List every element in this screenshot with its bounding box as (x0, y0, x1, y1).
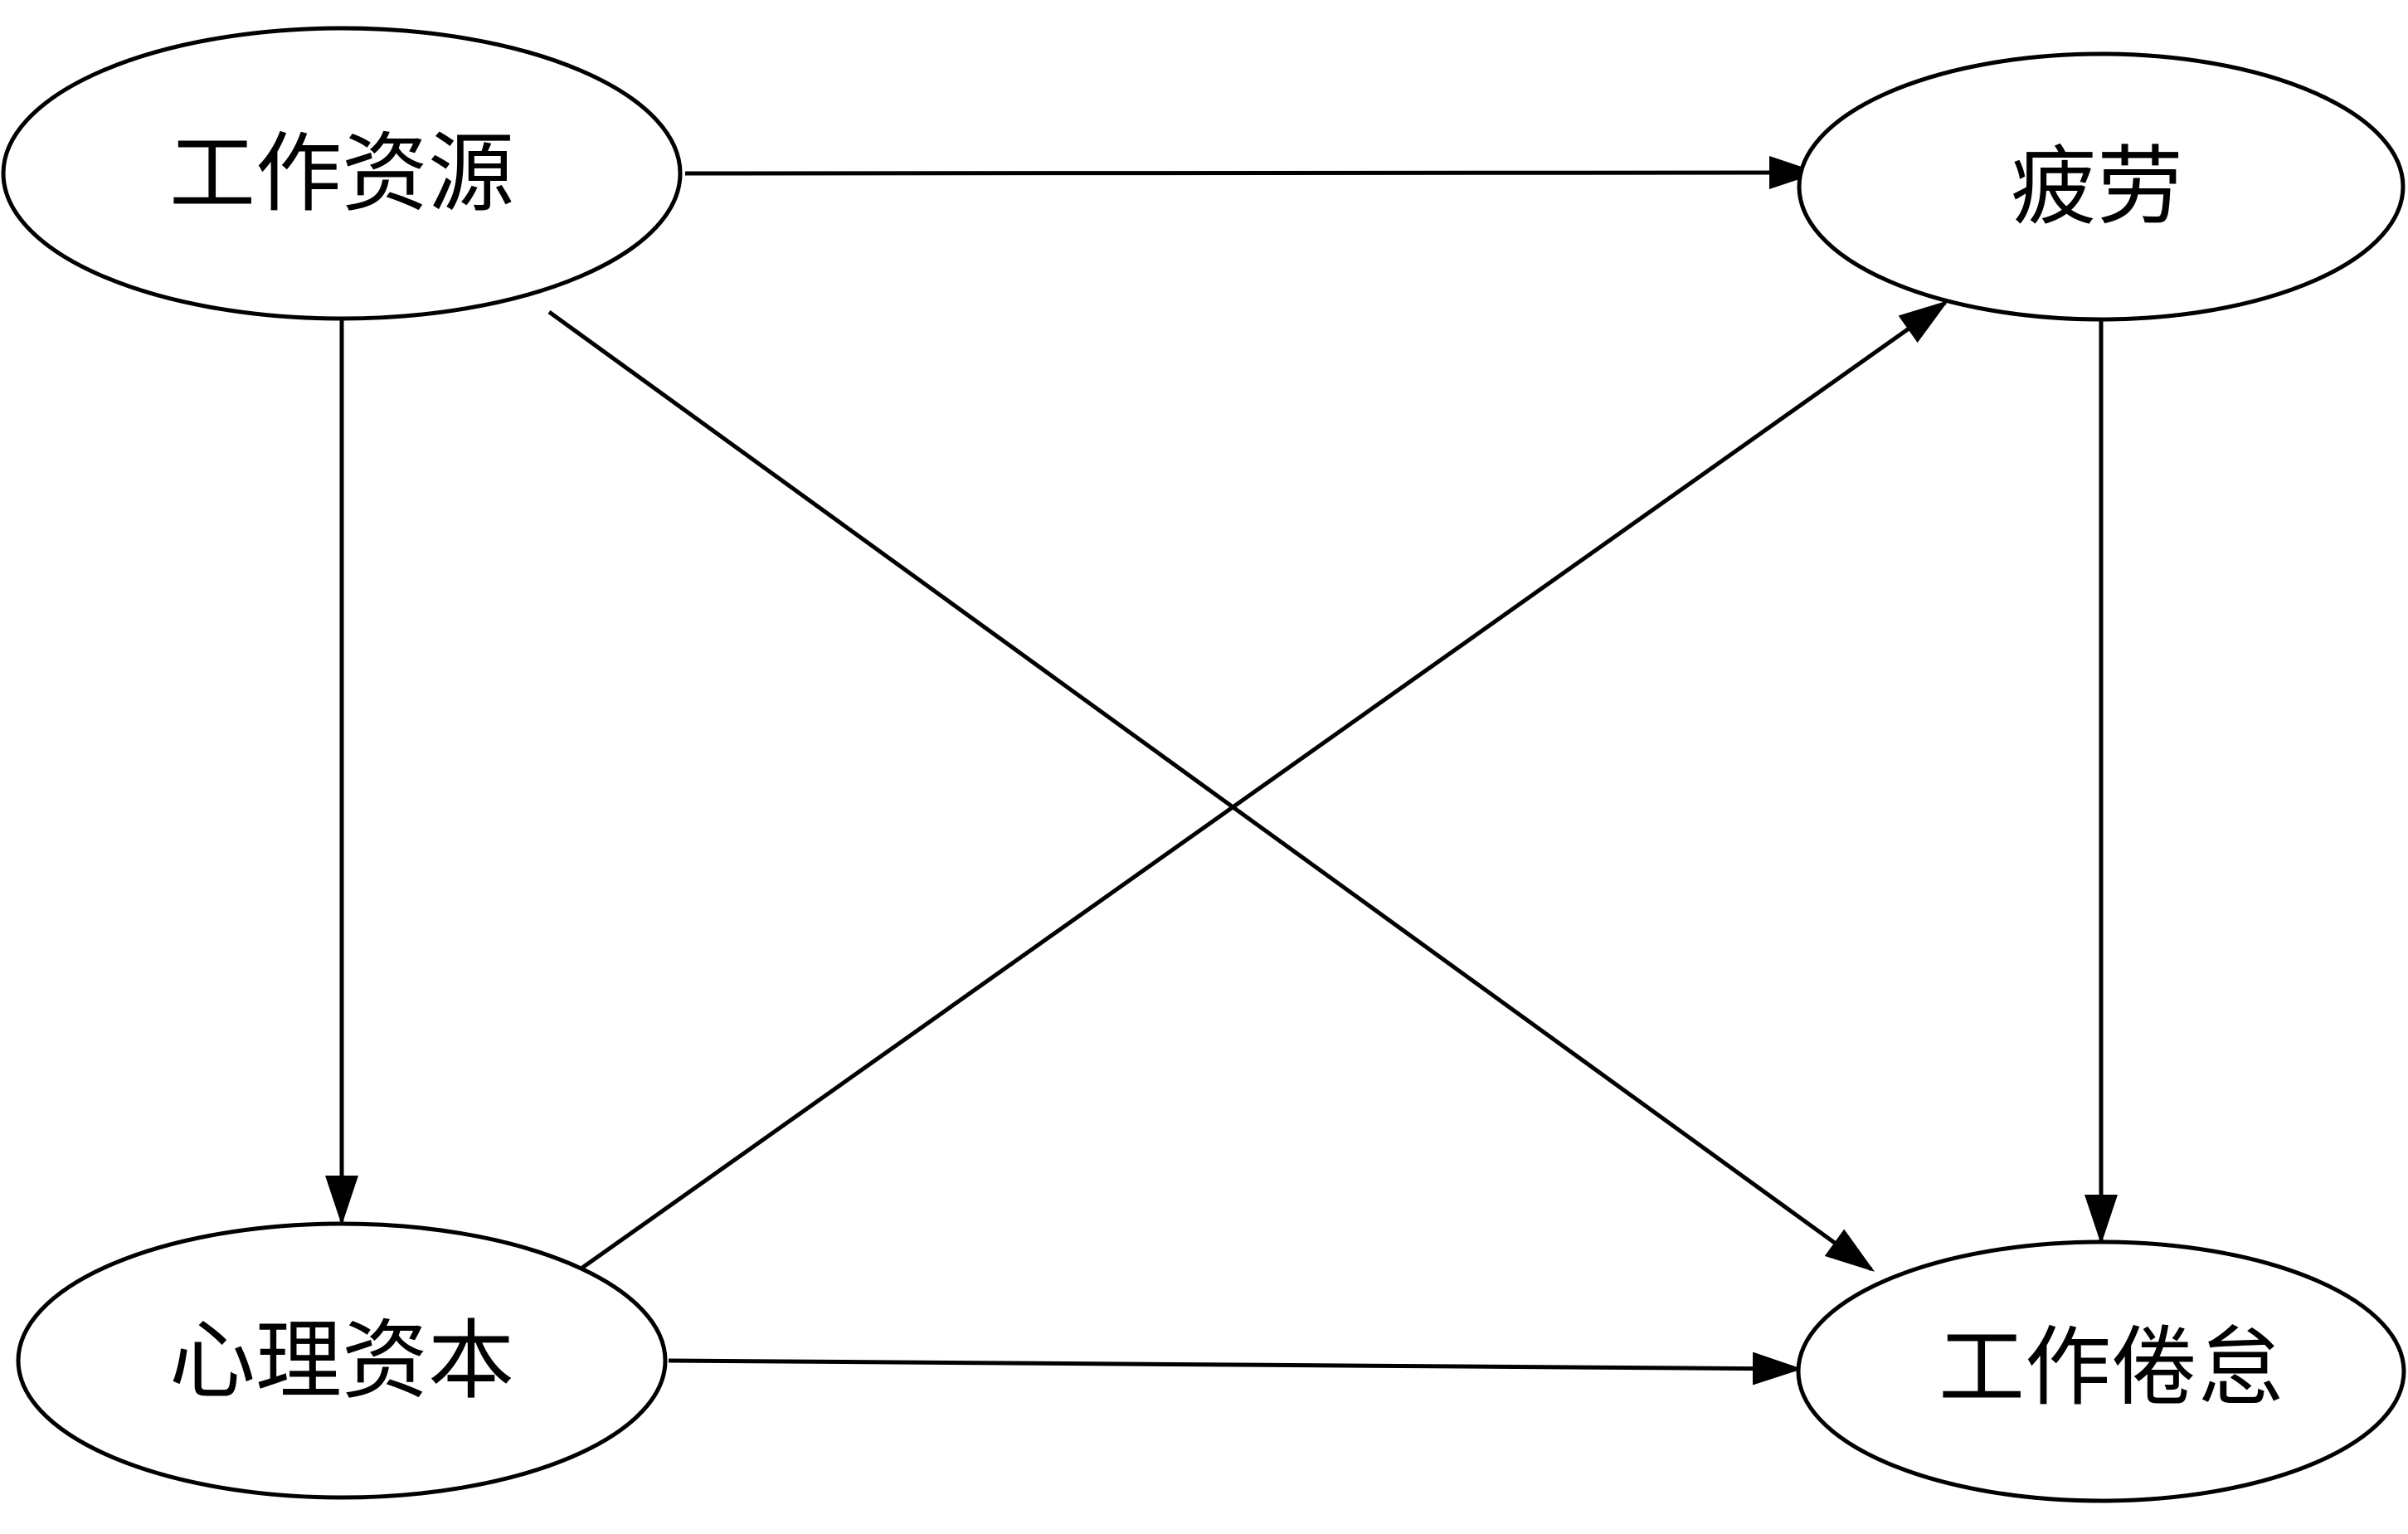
node-work-resources: 工作资源 (1, 26, 683, 321)
node-work-resources-ellipse (1, 26, 683, 321)
node-work-resources-label: 工作资源 (169, 123, 514, 224)
edge-work-resources-to-work-burnout (547, 309, 1875, 1272)
node-fatigue-ellipse (1797, 51, 2406, 322)
node-work-burnout-label: 工作倦怠 (1939, 1317, 2284, 1418)
node-psych-capital-label: 心理资本 (169, 1310, 514, 1411)
edges (325, 156, 2118, 1385)
node-work-burnout: 工作倦怠 (1796, 1239, 2406, 1503)
node-fatigue-label: 疲劳 (2011, 136, 2183, 237)
node-psych-capital: 心理资本 (16, 1221, 668, 1500)
node-work-burnout-ellipse (1796, 1239, 2406, 1503)
node-fatigue: 疲劳 (1797, 51, 2406, 322)
edge-psych-capital-to-fatigue (581, 300, 1949, 1270)
node-psych-capital-ellipse (16, 1221, 668, 1500)
edge-psych-capital-to-work-burnout (668, 1351, 1802, 1385)
